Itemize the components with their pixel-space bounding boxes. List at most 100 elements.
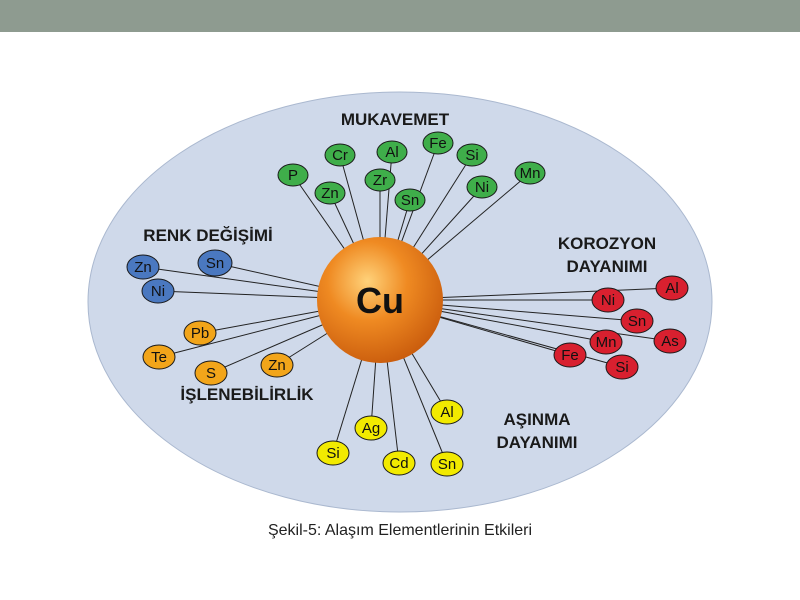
group-title-mukavemet: MUKAVEMET: [341, 110, 450, 129]
element-node-islenebilirlik: Te: [142, 344, 176, 370]
element-node-mukavemet: Cr: [324, 143, 356, 167]
element-symbol: Ni: [475, 179, 489, 196]
element-node-circle: [605, 354, 639, 380]
element-node-circle: [394, 188, 426, 212]
element-symbol: Sn: [438, 456, 456, 473]
element-symbol: Zn: [321, 185, 339, 202]
element-symbol: Zr: [373, 172, 387, 189]
element-symbol: Ni: [601, 292, 615, 309]
group-title-asinma: DAYANIMI: [497, 433, 578, 452]
element-node-circle: [316, 440, 350, 466]
element-symbol: As: [661, 333, 679, 350]
element-node-circle: [142, 344, 176, 370]
group-title-islenebilirlik: İŞLENEBİLİRLİK: [180, 385, 314, 404]
element-symbol: Cd: [389, 455, 408, 472]
element-nodes: PCrZnAlZrFeSnSiNiMnAlNiSnAsMnFeSiAlAgSiC…: [126, 131, 689, 477]
element-node-circle: [591, 287, 625, 313]
header-bar: [0, 0, 800, 32]
element-node-circle: [553, 342, 587, 368]
element-node-asinma: Sn: [430, 451, 464, 477]
element-node-mukavemet: Al: [376, 140, 408, 164]
element-symbol: S: [206, 365, 216, 382]
element-node-korozyon: Al: [655, 275, 689, 301]
element-node-islenebilirlik: S: [194, 360, 228, 386]
group-title-korozyon: DAYANIMI: [567, 257, 648, 276]
element-node-asinma: Ag: [354, 415, 388, 441]
element-node-circle: [376, 140, 408, 164]
element-node-korozyon: As: [653, 328, 687, 354]
figure-caption: Şekil-5: Alaşım Elementlerinin Etkileri: [267, 522, 533, 539]
element-node-circle: [141, 278, 175, 304]
element-node-mukavemet: P: [277, 163, 309, 187]
element-node-circle: [197, 249, 233, 277]
element-node-korozyon: Ni: [591, 287, 625, 313]
element-node-circle: [422, 131, 454, 155]
element-symbol: Zn: [268, 357, 286, 374]
element-symbol: Fe: [561, 347, 579, 364]
element-symbol: Pb: [191, 325, 209, 342]
element-symbol: Al: [385, 144, 398, 161]
element-node-korozyon: Si: [605, 354, 639, 380]
element-node-circle: [466, 175, 498, 199]
group-titles: MUKAVEMET KOROZYON DAYANIMI AŞINMA DAYANIMI İ…: [143, 110, 656, 452]
element-symbol: Sn: [206, 255, 224, 272]
element-node-islenebilirlik: Pb: [183, 320, 217, 346]
element-symbol: P: [288, 167, 298, 184]
element-symbol: Sn: [628, 313, 646, 330]
element-symbol: Mn: [520, 165, 541, 182]
element-node-mukavemet: Si: [456, 143, 488, 167]
element-node-circle: [364, 168, 396, 192]
element-node-korozyon: Fe: [553, 342, 587, 368]
element-node-renk: Ni: [141, 278, 175, 304]
center-node: Cu: [317, 237, 443, 363]
element-node-circle: [126, 254, 160, 280]
element-node-circle: [382, 450, 416, 476]
element-node-asinma: Si: [316, 440, 350, 466]
element-symbol: Cr: [332, 147, 348, 164]
element-node-circle: [194, 360, 228, 386]
element-node-mukavemet: Fe: [422, 131, 454, 155]
element-node-islenebilirlik: Zn: [260, 352, 294, 378]
element-node-mukavemet: Sn: [394, 188, 426, 212]
element-symbol: Ni: [151, 283, 165, 300]
element-symbol: Si: [465, 147, 478, 164]
element-symbol: Al: [665, 280, 678, 297]
element-node-circle: [314, 181, 346, 205]
element-node-circle: [514, 161, 546, 185]
element-node-mukavemet: Mn: [514, 161, 546, 185]
element-node-renk: Sn: [197, 249, 233, 277]
element-node-circle: [456, 143, 488, 167]
element-node-mukavemet: Ni: [466, 175, 498, 199]
element-node-asinma: Cd: [382, 450, 416, 476]
element-node-circle: [354, 415, 388, 441]
element-symbol: Sn: [401, 192, 419, 209]
element-node-circle: [324, 143, 356, 167]
group-title-korozyon: KOROZYON: [558, 234, 656, 253]
element-symbol: Zn: [134, 259, 152, 276]
element-symbol: Fe: [429, 135, 447, 152]
element-node-asinma: Al: [430, 399, 464, 425]
element-symbol: Si: [326, 445, 339, 462]
element-node-korozyon: Sn: [620, 308, 654, 334]
element-symbol: Mn: [596, 334, 617, 351]
center-circle: [317, 237, 443, 363]
element-node-circle: [183, 320, 217, 346]
element-node-korozyon: Mn: [589, 329, 623, 355]
element-node-circle: [430, 451, 464, 477]
element-node-circle: [655, 275, 689, 301]
element-node-circle: [260, 352, 294, 378]
element-node-mukavemet: Zn: [314, 181, 346, 205]
element-node-circle: [653, 328, 687, 354]
element-node-mukavemet: Zr: [364, 168, 396, 192]
group-title-asinma: AŞINMA: [503, 410, 570, 429]
element-node-circle: [620, 308, 654, 334]
element-symbol: Te: [151, 349, 167, 366]
element-node-circle: [589, 329, 623, 355]
center-label: Cu: [356, 280, 404, 321]
element-node-circle: [430, 399, 464, 425]
element-node-renk: Zn: [126, 254, 160, 280]
group-title-renk: RENK DEĞİŞİMİ: [143, 226, 272, 245]
element-node-circle: [277, 163, 309, 187]
element-symbol: Si: [615, 359, 628, 376]
